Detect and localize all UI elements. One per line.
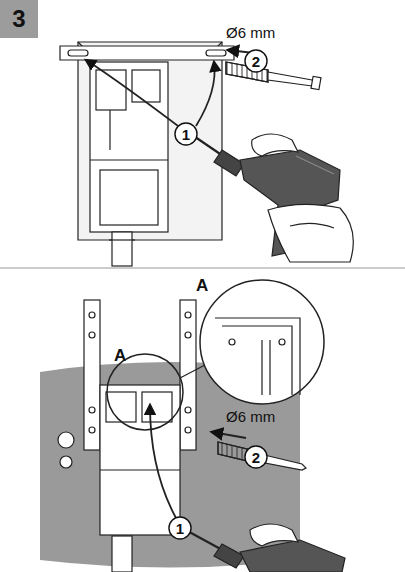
dimension-label: Ø6 mm [226, 24, 275, 41]
callout-number: 2 [252, 53, 260, 70]
top-illustration [60, 42, 353, 266]
callout-circle: 2 [244, 49, 268, 73]
callout-ring [175, 123, 197, 145]
callout-number: 2 [252, 449, 260, 466]
callout-ring [169, 517, 191, 539]
callout-ring [245, 446, 267, 468]
callout-number: 1 [182, 126, 190, 143]
callout-ring [245, 50, 267, 72]
step-number: 3 [12, 5, 25, 33]
step-number-box: 3 [0, 0, 38, 38]
callout-circle: 1 [168, 516, 192, 540]
callout-number: 1 [176, 520, 184, 537]
detail-letter: A [196, 276, 208, 296]
panel-divider [0, 268, 405, 269]
dimension-label: Ø6 mm [226, 408, 275, 425]
bottom-illustration [40, 280, 345, 572]
callout-circle: 2 [244, 445, 268, 469]
detail-letter: A [114, 346, 126, 366]
callout-circle: 1 [174, 122, 198, 146]
